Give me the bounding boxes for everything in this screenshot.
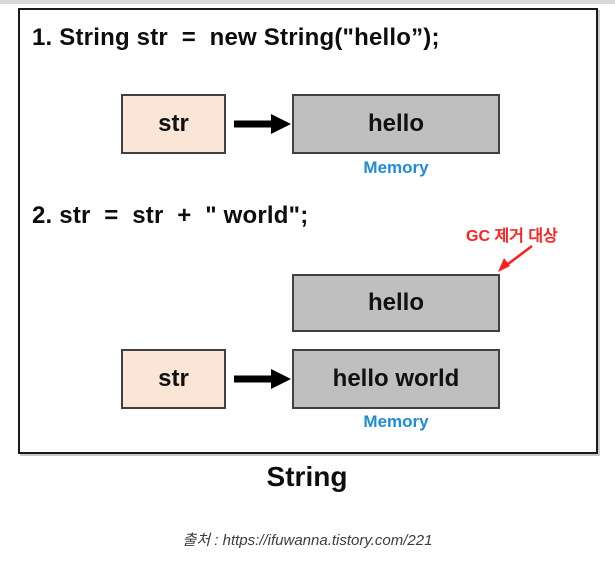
arrow-right-icon: [234, 114, 291, 134]
step2-old-memory-value: hello: [367, 289, 424, 316]
step2-str-variable-label: str: [158, 365, 189, 392]
diagram-caption: String: [266, 461, 348, 492]
step1-statement: 1. String str = new String("hello”);: [32, 24, 440, 51]
page-top-edge: [0, 0, 615, 4]
gc-arrow-icon: [498, 245, 533, 272]
step2-statement: 2. str = str + " world";: [32, 202, 309, 229]
step2-old-memory-box: hello: [292, 274, 500, 332]
step2-memory-value: hello world: [332, 365, 460, 392]
step1-memory-box: hello: [292, 94, 500, 154]
step1-str-variable-label: str: [158, 110, 189, 137]
step1-memory-label: Memory: [363, 158, 429, 177]
step2-memory-box: hello world: [292, 349, 500, 409]
arrow-right-icon: [234, 369, 291, 389]
step1-memory-value: hello: [367, 110, 424, 137]
source-citation: 출처 : https://ifuwanna.tistory.com/221: [182, 532, 433, 549]
gc-target-label: GC 제거 대상: [466, 228, 558, 245]
step2-memory-label: Memory: [363, 412, 429, 431]
step1-str-variable-box: str: [121, 94, 226, 154]
step2-str-variable-box: str: [121, 349, 226, 409]
